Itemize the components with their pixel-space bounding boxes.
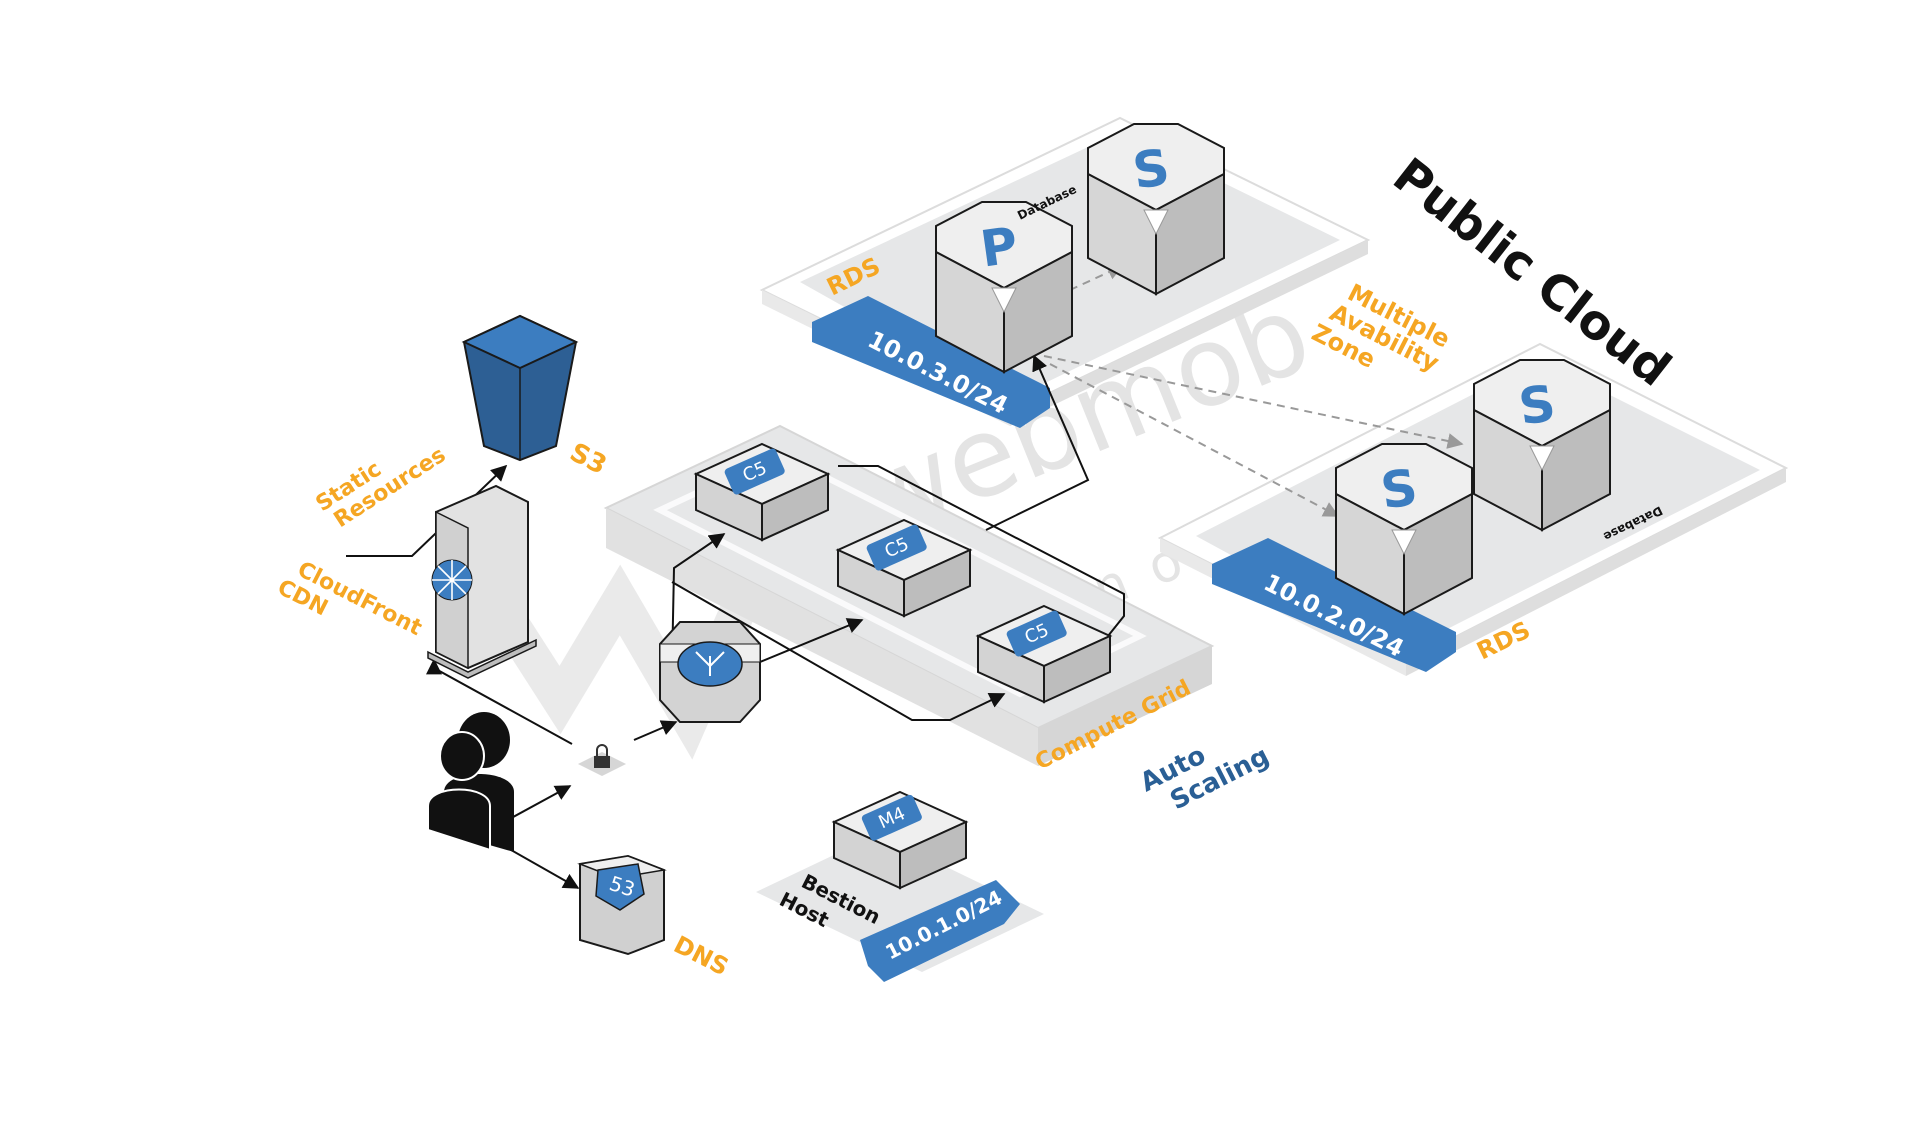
compute-node-left[interactable]: C5 [695,443,829,541]
s3-label: S3 [565,438,611,481]
connectors [346,354,1125,889]
user-icon [427,712,514,852]
db-secondary-right-a-letter: S [1377,458,1421,520]
cloudfront-node[interactable] [427,484,537,679]
route53-shield-icon [595,863,645,911]
db-secondary-top-letter: S [1129,138,1173,200]
lb-to-c5-mid-arrow [759,618,864,663]
db-secondary-right-a: S [1335,443,1473,615]
compute-node-right[interactable]: C5 [977,605,1111,703]
lock-to-lb-arrow [633,720,678,741]
db-primary-letter: P [977,216,1021,279]
compute-node-mid[interactable]: C5 [837,519,971,617]
dns-node[interactable]: 53 [577,854,667,956]
load-balancer[interactable] [659,621,761,723]
db-secondary-right-b: S [1473,359,1611,531]
lock-to-cdn-arrow [426,658,573,745]
dns-label: DNS [669,930,733,981]
user-to-dns-arrow [503,845,580,889]
user-to-lock-arrow [503,785,572,823]
lock-icon [578,744,626,776]
db-primary: P [935,201,1073,373]
s3-bucket-icon [461,314,579,462]
db-secondary-top: S [1087,123,1225,295]
c5-to-db-arrow [985,354,1090,531]
bastion-platform: 10.0.1.0/24 [756,834,1044,982]
db-secondary-right-b-letter: S [1515,374,1559,436]
bastion-node[interactable]: M4 [833,791,967,889]
lb-to-c5-right-arrow [671,581,1006,721]
compute-group-outline [838,465,1125,637]
